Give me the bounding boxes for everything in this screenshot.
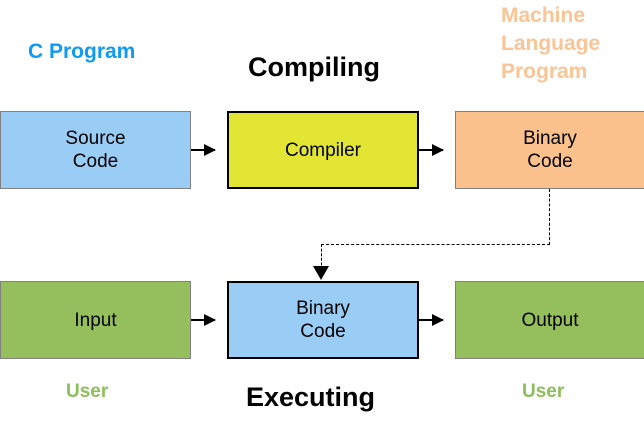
dashed-connector-arrowhead-icon: [313, 266, 329, 280]
annotation-user-output: User: [522, 381, 565, 402]
node-compiler: Compiler: [227, 111, 419, 189]
arrow-binary-code-to-output: [419, 314, 444, 326]
node-input: Input: [0, 281, 191, 359]
node-output: Output: [455, 281, 644, 359]
arrow-input-to-binary-code: [191, 314, 216, 326]
node-binary-code-compiled: Binary Code: [455, 111, 644, 189]
dashed-connector-segment-down-left: [321, 244, 322, 270]
annotation-c-program: C Program: [28, 40, 136, 63]
annotation-machine-language-program: Machine Language Program: [501, 4, 601, 83]
node-binary-code-executing: Binary Code: [227, 281, 419, 359]
arrow-source-code-to-compiler: [191, 144, 216, 156]
section-title-compiling: Compiling: [248, 52, 380, 82]
dashed-connector-segment-down-right: [549, 189, 550, 245]
node-source-code: Source Code: [0, 111, 191, 189]
arrow-compiler-to-binary-code: [419, 144, 444, 156]
dashed-connector-segment-horizontal: [321, 244, 550, 245]
annotation-user-input: User: [66, 381, 109, 402]
section-title-executing: Executing: [246, 382, 376, 412]
